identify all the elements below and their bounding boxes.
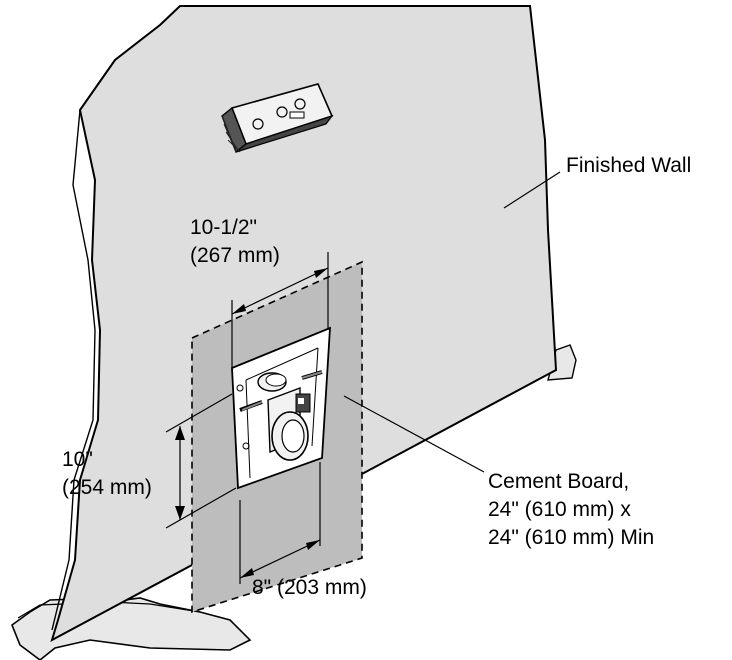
height-in-label: 10" bbox=[62, 448, 93, 471]
cement-board-label-3: 24" (610 mm) Min bbox=[488, 526, 654, 549]
opening-frame bbox=[245, 347, 319, 479]
wall-edge bbox=[51, 59, 116, 631]
wall-edge-top bbox=[114, 24, 161, 61]
cement-board-label-2: 24" (610 mm) x bbox=[488, 498, 631, 521]
width-top-in-label: 10-1/2" bbox=[190, 216, 257, 239]
rough-in-valve bbox=[236, 370, 323, 461]
dimension-left bbox=[165, 393, 237, 529]
cement-board-leader bbox=[343, 395, 485, 473]
floor-ledge bbox=[11, 597, 252, 660]
width-top-mm-label: (267 mm) bbox=[190, 244, 280, 267]
width-bottom-label: 8" (203 mm) bbox=[252, 576, 367, 599]
finished-wall-leader bbox=[503, 171, 561, 209]
finished-wall-label: Finished Wall bbox=[566, 154, 691, 177]
cement-board-label-1: Cement Board, bbox=[488, 470, 629, 493]
junction-box bbox=[221, 83, 334, 154]
height-mm-label: (254 mm) bbox=[62, 476, 152, 499]
dimension-bottom bbox=[239, 462, 321, 584]
dimension-top bbox=[231, 252, 329, 372]
